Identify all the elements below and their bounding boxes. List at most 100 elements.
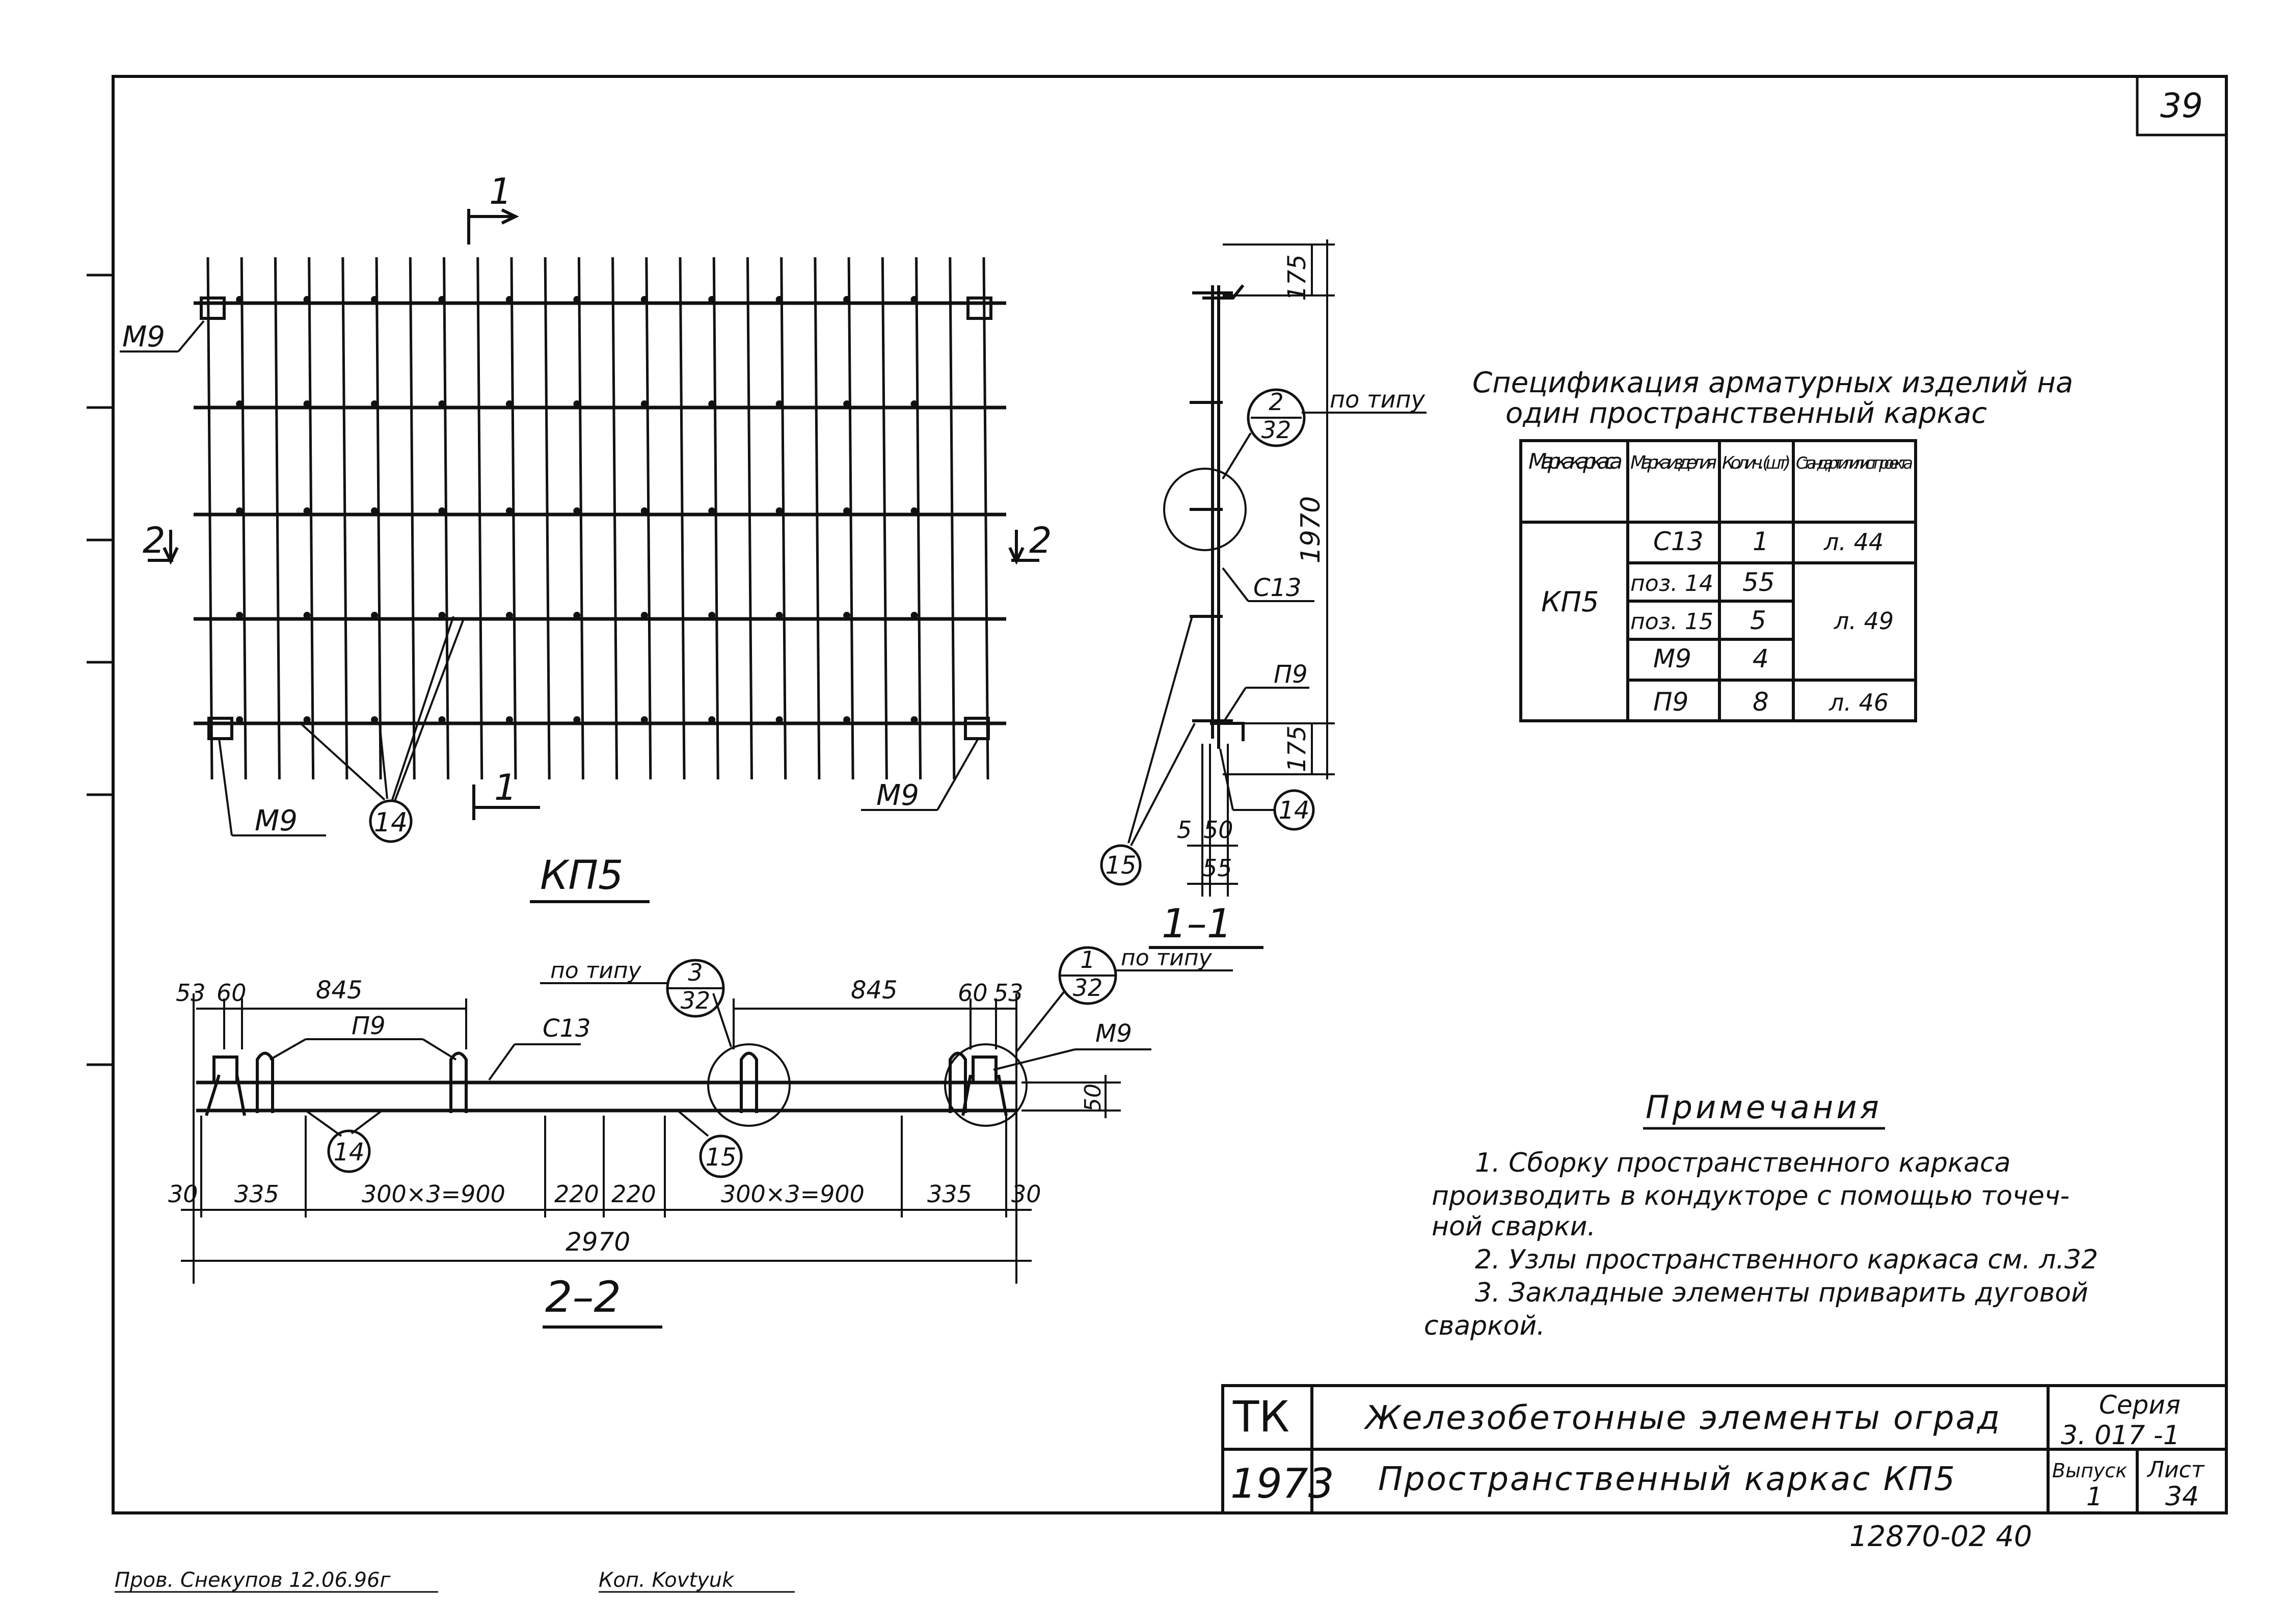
series-label: Серия	[2099, 1390, 2181, 1420]
year: 1973	[1230, 1460, 1334, 1507]
mark-14-section	[327, 1129, 371, 1173]
weld-point	[371, 400, 379, 408]
weld-point	[303, 716, 311, 723]
mark-14-section-label: 14	[333, 1138, 364, 1167]
node-ref-2-32	[1247, 388, 1306, 447]
weld-point	[708, 612, 716, 619]
plan-vertical-bar	[274, 257, 281, 780]
plan-vertical-bar	[308, 257, 315, 780]
label-c13-side: С13	[1253, 574, 1302, 602]
mark-14-side	[1273, 789, 1315, 831]
hdr-ref: Стандарт или лист проекта	[1796, 453, 1913, 473]
issue-value: 1	[2086, 1482, 2103, 1511]
series-value: 3. 017 -1	[2061, 1420, 2180, 1451]
section-1-marker-top	[467, 208, 519, 245]
row-item-14: поз. 14	[1630, 571, 1713, 597]
bottom-dim-30-left: 30	[168, 1180, 198, 1208]
spec-title-line1: Спецификация арматурных изделий на	[1472, 366, 2073, 399]
weld-point	[438, 716, 446, 723]
page-number: 39	[2160, 86, 2203, 125]
m9-label-bottom-right: М9	[876, 779, 919, 812]
weld-point	[505, 400, 513, 408]
section-1-marker-bottom	[472, 784, 540, 820]
label-p9-side: П9	[1274, 660, 1308, 689]
plan-vertical-bar	[982, 257, 989, 780]
row-qty-c13: 1	[1753, 527, 1769, 556]
label-m9-section: М9	[1095, 1019, 1132, 1048]
plan-vertical-bar	[510, 257, 517, 780]
mark-14-side-label: 14	[1278, 796, 1309, 825]
plan-vertical-bar	[814, 257, 821, 780]
weld-point	[236, 612, 244, 619]
archive-number: 12870-02 40	[1849, 1520, 2032, 1553]
top-dim-845-right: 845	[851, 976, 898, 1005]
note-line-3: ной сварки.	[1432, 1211, 1596, 1242]
top-dim-53-left: 53	[176, 979, 206, 1007]
bottom-dim-335-right: 335	[927, 1180, 972, 1208]
plan-vertical-bar	[544, 257, 551, 780]
weld-point	[573, 296, 581, 303]
node-ref-2-sheet: 32	[1261, 416, 1292, 444]
page-number-box	[2136, 75, 2228, 137]
top-dim-60-right: 60	[958, 979, 988, 1007]
doc-title-1: Железобетонные элементы оград	[1363, 1399, 2001, 1437]
bottom-dim-220-right: 220	[611, 1180, 656, 1208]
dim-50-vertical: 50	[1080, 1084, 1106, 1112]
plan-vertical-bar	[746, 257, 753, 780]
spec-table: Спецификация арматурных изделий на один …	[1472, 366, 2073, 722]
weld-point	[775, 612, 783, 619]
top-dim-60-left: 60	[217, 979, 247, 1007]
m9-label-bottom-left: М9	[255, 804, 298, 837]
section-2-marker-right	[1008, 530, 1039, 565]
notes-block: Примечания 1. Сборку пространственного к…	[1424, 1089, 2098, 1341]
weld-point	[573, 716, 581, 723]
row-ref-c13: л. 44	[1823, 528, 1884, 556]
plan-vertical-bar	[375, 257, 382, 780]
issue-label: Выпуск	[2052, 1459, 2127, 1482]
note-line-6: сваркой.	[1424, 1311, 1545, 1341]
weld-point	[236, 716, 244, 723]
row-qty-p9: 8	[1753, 687, 1769, 717]
plan-vertical-bar	[679, 257, 686, 780]
plan-vertical-bar	[847, 257, 854, 780]
node1-note: по типу	[1121, 945, 1213, 971]
label-c13: С13	[543, 1014, 591, 1043]
weld-point	[640, 716, 648, 723]
section-2-2-view: 53 60 845 845 60 53 30 335 300×3=900 220…	[168, 945, 1233, 1329]
bottom-dim-30-right: 30	[1011, 1180, 1041, 1208]
dim-5: 5	[1177, 816, 1192, 844]
row-qty-m9: 4	[1753, 644, 1769, 673]
footer-copied: Коп. Kovtyuk	[599, 1568, 735, 1592]
sheet-value: 34	[2165, 1481, 2199, 1512]
notes-heading: Примечания	[1646, 1089, 1882, 1126]
m9-label-top-left: М9	[122, 320, 165, 354]
weld-point	[505, 612, 513, 619]
section-1-1-dims	[1187, 239, 1335, 897]
weld-point	[775, 507, 783, 515]
dim-55: 55	[1202, 854, 1232, 882]
top-dim-53-right: 53	[993, 979, 1024, 1007]
plan-vertical-bar	[240, 257, 247, 780]
weld-point	[775, 716, 783, 723]
plan-weld-points	[236, 296, 918, 723]
title-block: ТК 1973 Железобетонные элементы оград Пр…	[1221, 1384, 2228, 1514]
weld-point	[775, 400, 783, 408]
mark-14-label: 14	[374, 807, 408, 838]
weld-point	[303, 507, 311, 515]
weld-point	[640, 507, 648, 515]
hdr-item-mark: Марка изделия	[1630, 452, 1717, 473]
weld-point	[910, 507, 918, 515]
plan-horizontal-bars	[194, 301, 1006, 725]
plan-vertical-bar	[476, 257, 483, 780]
weld-point	[910, 400, 918, 408]
plan-vertical-bar	[881, 257, 888, 780]
note-line-4: 2. Узлы пространственного каркаса см. л.…	[1475, 1244, 2098, 1275]
dim-50: 50	[1203, 816, 1233, 844]
weld-point	[775, 296, 783, 303]
row-item-p9: П9	[1653, 687, 1688, 717]
section-1-label-bottom: 1	[494, 767, 517, 808]
section-2-2-title: 2–2	[545, 1272, 621, 1322]
plan-vertical-bar	[443, 257, 450, 780]
weld-point	[438, 612, 446, 619]
section-2-label-right: 2	[1029, 520, 1052, 561]
